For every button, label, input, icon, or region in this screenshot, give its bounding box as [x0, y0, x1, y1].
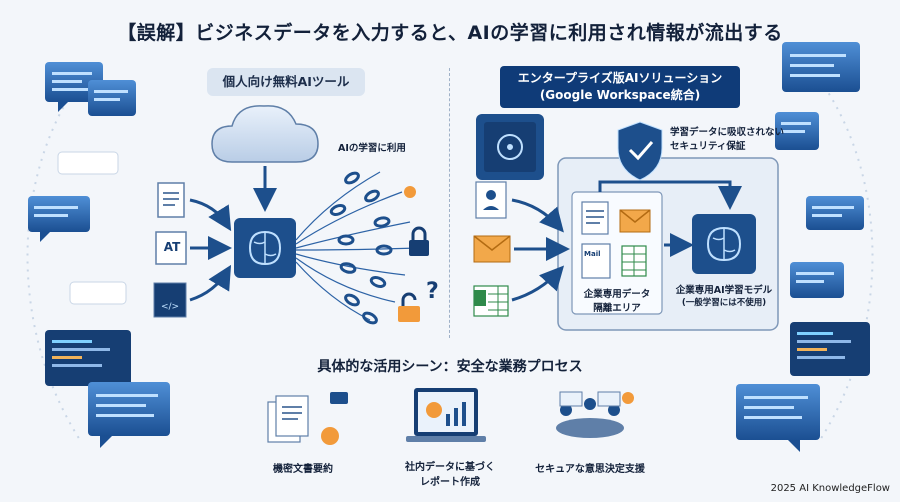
- usecase-label-decision: セキュアな意思決定支援: [530, 460, 650, 475]
- page-title: 【誤解】ビジネスデータを入力すると、AIの学習に利用され情報が流出する: [117, 22, 783, 44]
- security-guarantee-line1: 学習データに吸収されない: [670, 127, 785, 138]
- chat-bubble-outline-icon: [69, 281, 127, 305]
- report-laptop-icon: [406, 388, 486, 442]
- enterprise-model-line2: (一般学習には不使用): [681, 298, 767, 308]
- question-mark-icon: ?: [426, 279, 439, 304]
- spreadsheet-icon: [621, 245, 647, 277]
- security-guarantee-line2: セキュリティ保証: [670, 141, 746, 152]
- enterprise-ai-heading-line1: エンタープライズ版AIソリューション: [517, 71, 723, 85]
- leak-node-dot: [404, 186, 416, 198]
- input-arrow: [511, 198, 564, 233]
- user-profile-icon: [475, 181, 507, 219]
- chat-bubble-icon: [790, 262, 844, 298]
- text-document-icon: [155, 231, 187, 265]
- envelope-icon: [619, 209, 651, 233]
- chat-bubble-icon: [88, 382, 170, 448]
- usecase-label-summary: 機密文書要約: [248, 460, 358, 475]
- chat-bubble-icon: [28, 196, 90, 242]
- isolated-area-line2: 隔離エリア: [593, 303, 641, 314]
- usecase-label-line1: 機密文書要約: [273, 464, 333, 475]
- chat-bubble-icon: [736, 384, 820, 452]
- meeting-team-icon: [556, 391, 634, 438]
- free-ai-tool-heading: 個人向け無料AIツール: [207, 68, 365, 96]
- chat-bubble-icon: [806, 196, 864, 230]
- enterprise-brain-icon: [692, 214, 756, 274]
- document-icon: [157, 182, 185, 218]
- ai-brain-icon: [234, 218, 296, 278]
- usecase-label-line1: 社内データに基づく: [405, 462, 495, 473]
- safe-vault-icon: [476, 114, 544, 180]
- envelope-icon: [473, 235, 511, 263]
- enterprise-model-line1: 企業専用AI学習モデル: [675, 285, 773, 296]
- decorative-orbit-left: [26, 79, 81, 441]
- usecase-label-line1: セキュアな意思決定支援: [535, 464, 645, 475]
- code-window-icon: [45, 330, 131, 386]
- isolated-area-label: 企業専用データ 隔離エリア: [572, 286, 662, 314]
- code-file-label: </>: [160, 302, 180, 312]
- section-divider: [449, 68, 450, 338]
- mail-badge: Mail: [584, 250, 601, 258]
- excel-file-icon: [473, 285, 509, 317]
- usecase-heading: 具体的な活用シーン：安全な業務プロセス: [317, 359, 583, 375]
- chat-bubble-icon: [782, 42, 860, 92]
- lock-open-icon: [398, 292, 420, 322]
- cloud-icon: [211, 105, 319, 163]
- document-icon: [581, 201, 609, 235]
- text-document-label: AT: [163, 240, 181, 254]
- usecase-label-line2: レポート作成: [420, 477, 480, 488]
- decorative-orbit-right: [819, 79, 874, 441]
- enterprise-model-label: 企業専用AI学習モデル (一般学習には不使用): [662, 282, 786, 308]
- mail-document-icon: [581, 243, 611, 279]
- usecase-label-report: 社内データに基づく レポート作成: [390, 458, 510, 488]
- input-arrow: [189, 198, 232, 232]
- data-leak-lines: [295, 171, 421, 321]
- chat-bubble-icon: [88, 80, 136, 116]
- copyright: 2025 AI KnowledgeFlow: [770, 483, 890, 494]
- input-arrow: [511, 265, 565, 302]
- chain-link-icons: [329, 171, 393, 325]
- isolated-area-line1: 企業専用データ: [583, 289, 651, 300]
- area-to-model-arrow-top: [598, 180, 742, 210]
- shield-check-icon: [617, 121, 663, 181]
- enterprise-ai-heading: エンタープライズ版AIソリューション (Google Workspace統合): [500, 66, 740, 108]
- enterprise-ai-heading-line2: (Google Workspace統合): [539, 88, 701, 102]
- lock-icon: [409, 226, 429, 256]
- chat-bubble-icon: [775, 112, 819, 150]
- input-arrow: [189, 264, 232, 302]
- code-file-icon: [153, 282, 187, 318]
- ai-training-label: AIの学習に利用: [338, 143, 406, 154]
- document-summary-icon: [267, 392, 348, 445]
- chat-bubble-outline-icon: [57, 151, 119, 175]
- code-window-icon: [790, 322, 870, 376]
- security-guarantee-label: 学習データに吸収されない セキュリティ保証: [670, 124, 784, 152]
